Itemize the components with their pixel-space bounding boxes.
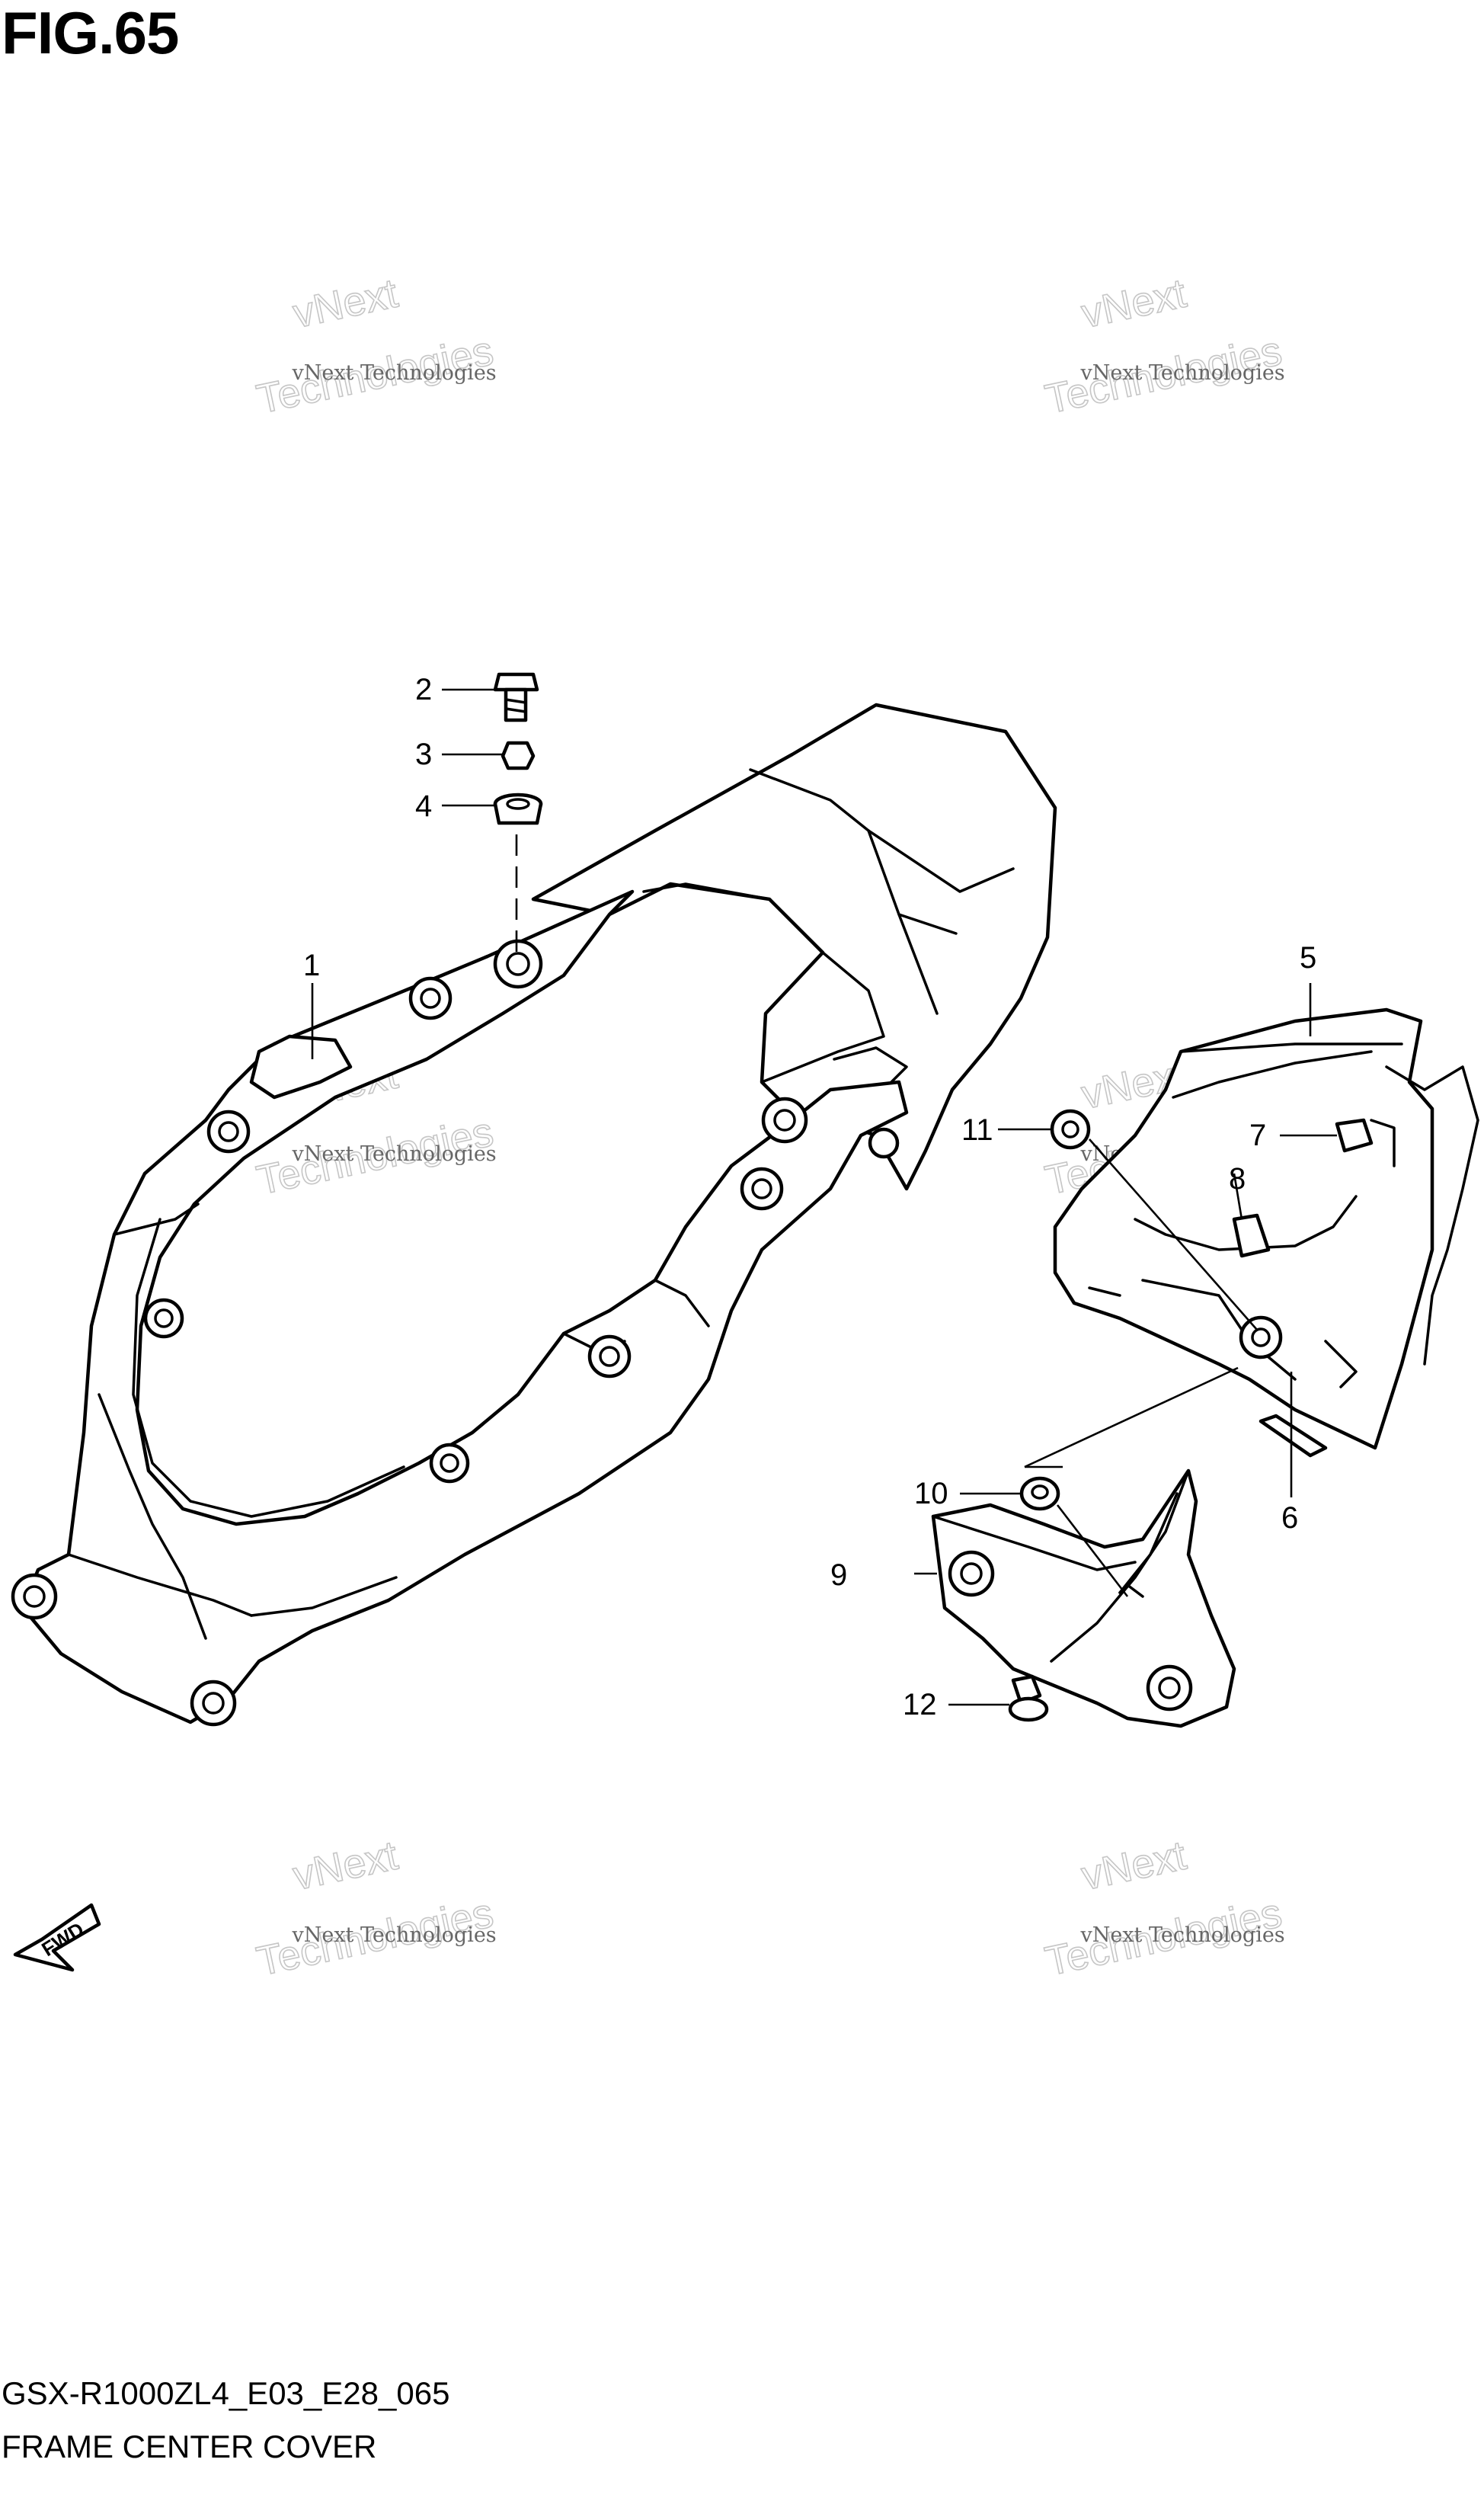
callout-10: 10 bbox=[914, 1477, 948, 1510]
svg-text:vNext: vNext bbox=[1078, 1833, 1191, 1899]
watermark-top-right: vNext Technologies vNext Technologies bbox=[1041, 270, 1286, 423]
plug-part[interactable] bbox=[1008, 1674, 1049, 1722]
part-group-name: FRAME CENTER COVER bbox=[2, 2429, 377, 2464]
svg-text:vNext: vNext bbox=[289, 271, 402, 337]
model-code: GSX-R1000ZL4_E03_E28_065 bbox=[2, 2375, 450, 2411]
screw-part[interactable] bbox=[1050, 1109, 1091, 1150]
watermark-top-left: vNext Technologies vNext Technologies bbox=[252, 270, 497, 423]
svg-text:vNext: vNext bbox=[1078, 271, 1191, 337]
watermark-bottom-left: vNext Technologies vNext Technologies bbox=[252, 1832, 497, 1985]
callout-9: 9 bbox=[830, 1558, 847, 1592]
figure-title: FIG.65 bbox=[2, 0, 179, 66]
callout-12: 12 bbox=[903, 1688, 937, 1721]
svg-text:vNext Technologies: vNext Technologies bbox=[1079, 1923, 1284, 1947]
callout-11: 11 bbox=[961, 1113, 993, 1147]
assembly-line-9 bbox=[1024, 1366, 1239, 1468]
watermark-bottom-right: vNext Technologies vNext Technologies bbox=[1041, 1832, 1286, 1985]
assembly-line-11 bbox=[1089, 1138, 1258, 1331]
callout-3: 3 bbox=[415, 738, 432, 771]
svg-text:vNext: vNext bbox=[289, 1833, 402, 1899]
bolt-part[interactable] bbox=[493, 672, 539, 722]
clip-part bbox=[1335, 1118, 1374, 1153]
callout-1: 1 bbox=[303, 949, 320, 982]
callout-leaders bbox=[311, 688, 1337, 1706]
cushion-part[interactable] bbox=[1259, 1414, 1328, 1458]
callout-7: 7 bbox=[1249, 1119, 1266, 1152]
grommet-part[interactable] bbox=[493, 793, 543, 825]
side-cover-part[interactable] bbox=[1053, 1007, 1479, 1450]
washer-part[interactable] bbox=[1019, 1476, 1060, 1511]
tape-part bbox=[1232, 1213, 1271, 1258]
nut-part[interactable] bbox=[501, 741, 536, 770]
svg-text:vNext Technologies: vNext Technologies bbox=[291, 361, 496, 385]
callout-5: 5 bbox=[1300, 941, 1316, 975]
inner-cover-part[interactable] bbox=[931, 1468, 1236, 1728]
callout-4: 4 bbox=[415, 789, 432, 823]
frame-center-cover-part[interactable] bbox=[11, 703, 1057, 1727]
assembly-line-10 bbox=[1056, 1504, 1129, 1597]
svg-text:vNext Technologies: vNext Technologies bbox=[1079, 361, 1284, 385]
svg-text:vNext Technologies: vNext Technologies bbox=[291, 1923, 496, 1947]
fwd-arrow-icon: FWD bbox=[13, 1903, 101, 1972]
callout-6: 6 bbox=[1281, 1501, 1298, 1535]
callout-8: 8 bbox=[1229, 1162, 1246, 1196]
svg-text:vNext Technologies: vNext Technologies bbox=[291, 1142, 496, 1166]
callout-2: 2 bbox=[415, 673, 432, 706]
